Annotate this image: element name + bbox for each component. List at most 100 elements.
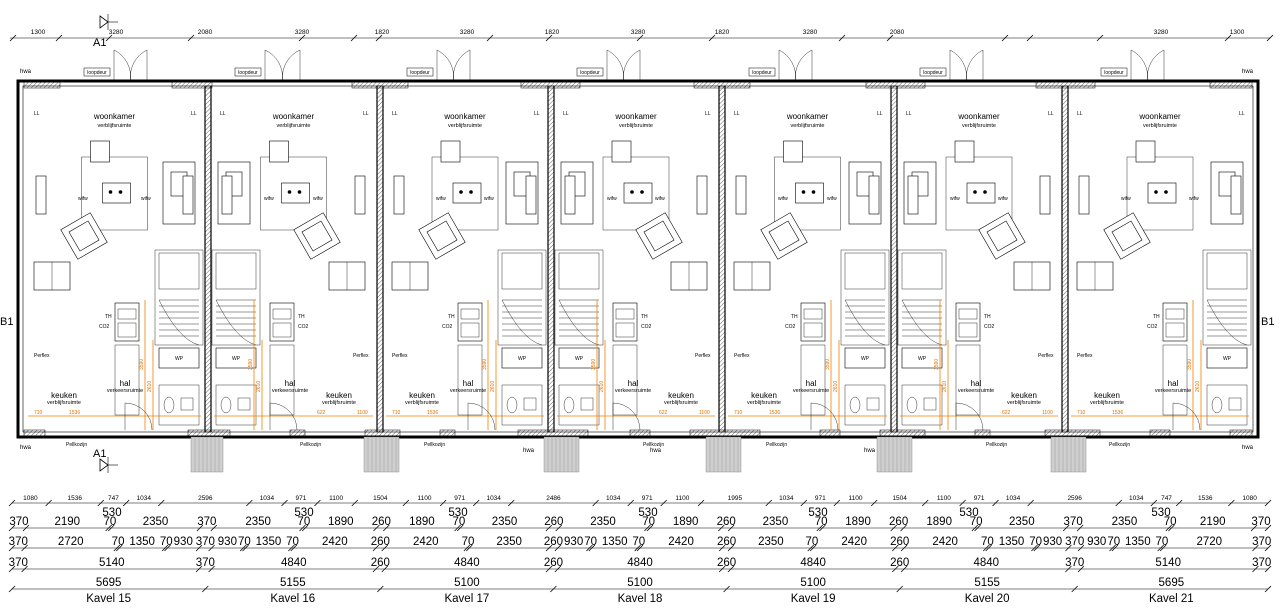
dimension-value: 1536 (67, 495, 82, 502)
dimension-value: 2350 (763, 516, 789, 528)
facade-hatch (23, 80, 61, 89)
kavel-label: Kavel 20 (965, 593, 1010, 605)
dimension-value: 370 (196, 557, 215, 569)
co2-marker: CO2 (641, 324, 652, 330)
kavel-label: Kavel 19 (791, 593, 836, 605)
wifi-marker: wifw (655, 196, 665, 202)
dimension-value: 70 (970, 516, 983, 528)
dimension-value: 260 (717, 557, 736, 569)
orange-dim: 622 (659, 410, 668, 416)
facade-hatch (693, 80, 751, 89)
orange-dim: 2610 (490, 381, 496, 392)
hall-sublabel: verkeersruimte (615, 388, 651, 394)
dimension-value: 1350 (256, 536, 282, 548)
wifi-marker: wifw (1121, 196, 1131, 202)
dimension-value: 1890 (845, 516, 871, 528)
perflex-label: Perflex (1038, 353, 1054, 359)
orange-dim: 2610 (256, 381, 262, 392)
dimension-value: 1034 (260, 495, 275, 502)
orange-dim: 1100 (357, 410, 368, 416)
ll-marker: LL (363, 111, 369, 117)
dimension-value: 70 (1029, 536, 1042, 548)
dimension-value: 5155 (280, 577, 306, 589)
dimension-value: 70 (815, 516, 828, 528)
kitchen-sublabel: verblijfsruimte (664, 400, 698, 406)
dimension-value-530: 530 (959, 507, 978, 519)
facade-hatch (865, 80, 926, 89)
dimension-value: 70 (1164, 516, 1177, 528)
party-wall (1061, 85, 1069, 433)
door-label: loopdeur (1104, 70, 1124, 76)
exterior-storage-box (190, 436, 224, 473)
front-door: loopdeur (234, 49, 301, 81)
dimension-value: 5100 (800, 577, 826, 589)
dimension-value: 260 (371, 557, 390, 569)
dimension-value: 2420 (841, 536, 867, 548)
hwa-label: hwa (20, 69, 32, 75)
dimension-value: 260 (889, 516, 908, 528)
dimension-value: 70 (286, 536, 299, 548)
perflex-label: Perflex (695, 353, 711, 359)
dimension-value-530: 530 (102, 507, 121, 519)
facade-hatch (1044, 429, 1101, 438)
dimension-value: 971 (815, 495, 826, 502)
facade-hatch (364, 429, 401, 438)
dimension-value: 70 (104, 516, 117, 528)
dimension-value: 930 (1087, 536, 1106, 548)
top-dim-label: 3280 (295, 29, 310, 36)
door-label: loopdeur (923, 70, 943, 76)
dimension-value-530: 530 (294, 507, 313, 519)
facade-hatch (1209, 80, 1253, 89)
hall-label: hal (806, 379, 817, 388)
orange-dim: 710 (1077, 410, 1086, 416)
dimension-value: 4840 (973, 557, 999, 569)
top-dim-label: 2080 (198, 29, 213, 36)
dimension-value: 1100 (937, 495, 951, 502)
dimension-value: 1350 (999, 536, 1025, 548)
dimension-value: 70 (584, 536, 597, 548)
dimension-value-530: 530 (808, 507, 827, 519)
hall-label: hal (971, 379, 982, 388)
facade-hatch (171, 80, 213, 89)
wifi-marker: wifw (827, 196, 837, 202)
hall-sublabel: verkeersruimte (958, 388, 994, 394)
th-marker: TH (791, 314, 798, 320)
ll-marker: LL (906, 111, 912, 117)
dimension-value: 1034 (1006, 495, 1021, 502)
dimension-value: 260 (544, 536, 563, 548)
dimension-value: 1100 (675, 495, 689, 502)
kitchen-label: keuken (326, 391, 352, 400)
th-marker: TH (448, 314, 455, 320)
dimension-value: 1034 (779, 495, 794, 502)
dimension-value: 70 (160, 536, 173, 548)
kitchen-sublabel: verblijfsruimte (747, 400, 781, 406)
orange-dim: 1100 (699, 410, 710, 416)
dimension-value: 930 (218, 536, 237, 548)
dimension-value-530: 530 (448, 507, 467, 519)
facade-hatch (351, 80, 409, 89)
wifi-marker: wifw (141, 196, 151, 202)
th-marker: TH (641, 314, 648, 320)
dimension-value: 930 (1043, 536, 1062, 548)
ll-marker: LL (392, 111, 398, 117)
hwa-label: hwa (1242, 69, 1254, 75)
co2-marker: CO2 (1147, 324, 1158, 330)
dimension-value: 1100 (848, 495, 862, 502)
top-dim-label: 3280 (109, 29, 124, 36)
orange-dim: 1536 (769, 410, 780, 416)
dimension-value: 70 (1156, 536, 1169, 548)
dimension-value: 1034 (136, 495, 151, 502)
dimension-value: 1100 (418, 495, 432, 502)
living-room-sublabel: verblijfsruimte (98, 123, 132, 129)
door-label: loopdeur (580, 70, 600, 76)
kavel-label: Kavel 17 (444, 593, 489, 605)
dimension-value: 1504 (373, 495, 388, 502)
dimension-value: 1890 (409, 516, 435, 528)
dimension-value-530: 530 (1151, 507, 1170, 519)
wp-label: WP (918, 356, 927, 362)
